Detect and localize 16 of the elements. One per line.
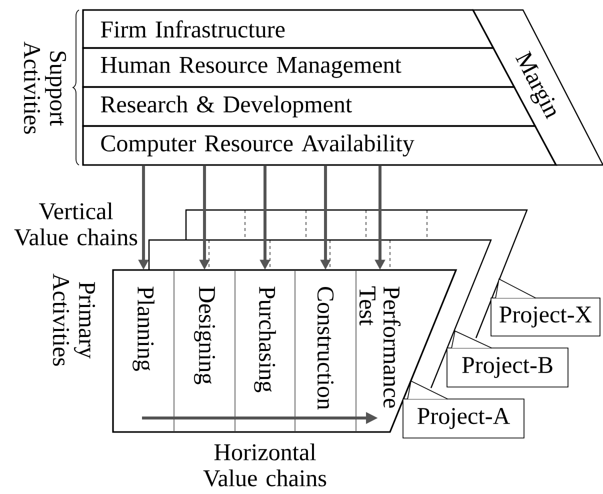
- caption-text: Vertical Value chains: [14, 202, 138, 246]
- caption-text: Primary Activities: [52, 274, 96, 366]
- callout-box: Project-X: [490, 278, 600, 336]
- activity-band: Human Resource Management: [82, 47, 516, 88]
- margin-band: Margin: [472, 9, 603, 166]
- activity-column: Planning: [132, 286, 154, 371]
- activity-band: Firm Infrastructure: [82, 9, 495, 49]
- activity-column: Designing: [194, 286, 216, 384]
- activity-column: Purchasing: [254, 286, 276, 392]
- callout-box: Project-A: [402, 380, 524, 438]
- callout-box: Project-B: [446, 330, 568, 388]
- activity-band: Computer Resource Availability: [82, 125, 558, 166]
- caption-text: Horizontal Value chains: [203, 443, 326, 486]
- activity-column: Performance Test: [359, 286, 401, 408]
- caption-text: Support Activities: [24, 42, 66, 134]
- activity-column: Construction: [317, 286, 334, 410]
